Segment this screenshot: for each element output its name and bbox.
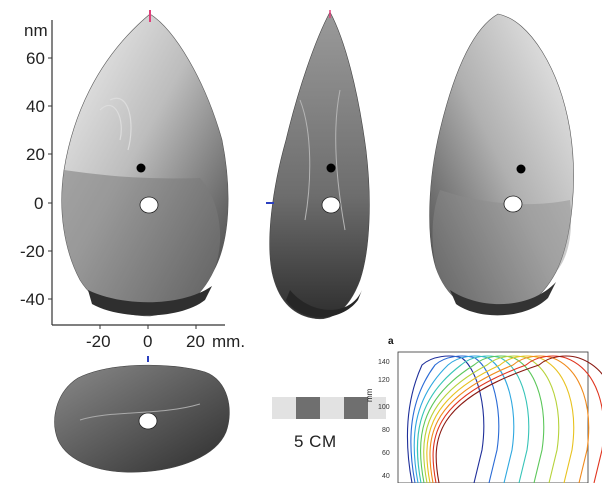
profile-y-tick-120: 120: [378, 377, 390, 384]
profile-outline: [410, 355, 500, 484]
scale-bar-label: 5 CM: [294, 432, 337, 451]
profile-outline: [426, 355, 575, 484]
x-tick-0: 0: [143, 332, 153, 351]
profile-outline: [423, 355, 560, 484]
profile-y-tick-100: 100: [378, 404, 390, 411]
profile-y-unit: mm: [365, 388, 374, 402]
y-tick-0: 0: [34, 194, 44, 213]
y-tick-neg20: -20: [20, 242, 45, 261]
y-tick-40: 40: [26, 97, 45, 116]
scale-bar: [272, 397, 386, 419]
artifact-back-view: [429, 13, 574, 316]
profile-outline: [420, 355, 545, 484]
profile-y-tick-40: 40: [382, 473, 390, 480]
y-tick-neg40: -40: [20, 290, 45, 309]
artifact-front-view: [61, 10, 229, 317]
x-tick-20: 20: [186, 332, 205, 351]
profile-y-tick-80: 80: [382, 427, 390, 434]
panel-label: a: [388, 336, 394, 347]
y-tick-20: 20: [26, 145, 45, 164]
profile-y-tick-60: 60: [382, 450, 390, 457]
profile-outline: [413, 355, 515, 484]
profile-outline: [429, 355, 590, 484]
profile-y-tick-140: 140: [378, 359, 390, 366]
center-markers: [136, 163, 526, 430]
profile-panel: [397, 351, 602, 484]
profile-outline: [416, 355, 530, 484]
main-axes: [48, 20, 225, 329]
profile-outline: [435, 355, 602, 484]
axis-unit-x: mm.: [212, 332, 246, 351]
profile-series: [406, 355, 602, 484]
y-tick-60: 60: [26, 49, 45, 68]
axis-unit-top: nm: [24, 21, 48, 40]
x-tick-neg20: -20: [86, 332, 111, 351]
artifact-side-view: [266, 10, 370, 320]
profile-outline: [406, 355, 485, 484]
profile-outline: [432, 355, 602, 484]
artifact-top-view: [54, 356, 230, 473]
